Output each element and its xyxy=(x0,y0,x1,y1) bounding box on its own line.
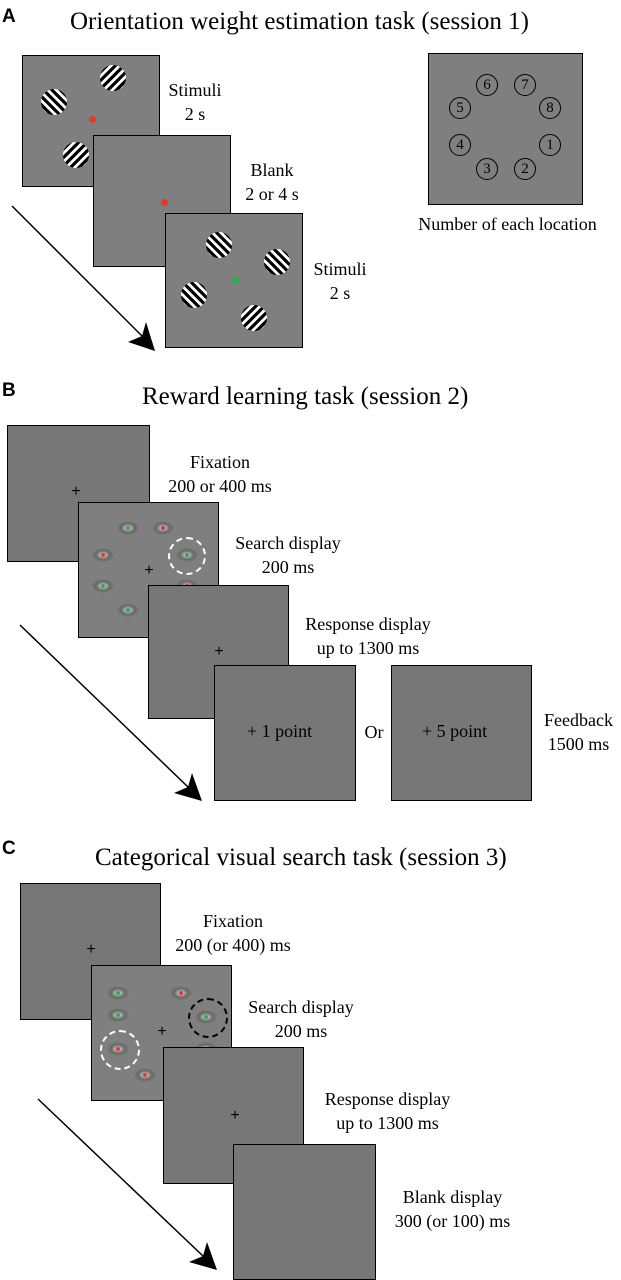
time-arrow-b xyxy=(19,624,202,801)
grating-stimulus xyxy=(63,142,89,168)
green-fixation-dot xyxy=(232,277,239,284)
location-number: 5 xyxy=(449,97,471,119)
feedback-screen-5: + 5 point xyxy=(391,665,532,801)
fixation-cross: + xyxy=(230,1107,240,1124)
distractor-highlight-ring xyxy=(188,998,228,1038)
fixation-cross: + xyxy=(144,562,154,579)
gabor-stimulus xyxy=(107,1008,129,1022)
grating-stimulus xyxy=(206,232,232,258)
panel-c-letter: C xyxy=(2,838,16,859)
location-map-caption: Number of each location xyxy=(418,214,597,234)
location-number: 2 xyxy=(514,158,536,180)
time-arrow-a xyxy=(11,205,155,351)
grating-stimulus xyxy=(181,282,207,308)
gabor-stimulus xyxy=(117,603,139,617)
gabor-stimulus xyxy=(92,579,114,593)
grating-stimulus xyxy=(100,65,126,91)
feedback-text-1: + 1 point xyxy=(247,721,313,741)
feedback-screen-1: + 1 point xyxy=(214,665,356,801)
red-fixation-dot xyxy=(161,199,168,206)
panel-a-title: Orientation weight estimation task (sess… xyxy=(70,8,529,35)
gabor-stimulus xyxy=(117,521,139,535)
location-number: 6 xyxy=(476,74,498,96)
gabor-stimulus xyxy=(107,986,129,1000)
location-map-screen: 6 7 5 8 4 1 3 2 xyxy=(428,53,583,205)
grating-stimulus xyxy=(41,89,67,115)
time-arrow-c xyxy=(37,1098,217,1270)
gabor-stimulus xyxy=(134,1068,156,1082)
fixation-cross: + xyxy=(71,483,81,500)
panel-b-letter: B xyxy=(2,380,16,401)
fixation-cross: + xyxy=(157,1023,167,1040)
or-label: Or xyxy=(364,722,384,742)
panel-c-title: Categorical visual search task (session … xyxy=(95,844,507,871)
grating-stimulus xyxy=(264,249,290,275)
red-fixation-dot xyxy=(89,116,96,123)
location-number: 3 xyxy=(476,158,498,180)
fixation-cross: + xyxy=(86,941,96,958)
grating-stimulus xyxy=(241,305,267,331)
fixation-cross: + xyxy=(214,643,224,660)
location-number: 1 xyxy=(539,134,561,156)
panel-a-letter: A xyxy=(2,6,16,27)
feedback-text-5: + 5 point xyxy=(422,721,488,741)
location-number: 7 xyxy=(514,74,536,96)
stimuli-screen-2 xyxy=(165,213,303,348)
gabor-stimulus xyxy=(92,548,114,562)
target-highlight-ring xyxy=(100,1030,140,1070)
gabor-stimulus xyxy=(170,986,192,1000)
location-number: 8 xyxy=(539,97,561,119)
location-number: 4 xyxy=(449,134,471,156)
stimuli-screen-1 xyxy=(22,55,160,187)
gabor-stimulus xyxy=(152,521,174,535)
panel-b-title: Reward learning task (session 2) xyxy=(142,383,469,410)
target-highlight-ring xyxy=(168,537,206,575)
